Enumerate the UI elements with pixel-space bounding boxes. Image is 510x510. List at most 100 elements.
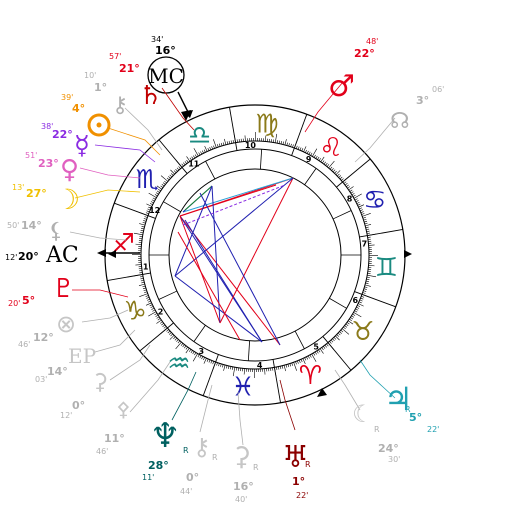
- virgo-sign-icon: ♍: [255, 110, 278, 140]
- degree-tick: [314, 351, 317, 355]
- degree-tick: [139, 223, 146, 226]
- pallas-degree: 11°: [104, 432, 125, 445]
- sun-minutes: 39': [61, 93, 73, 102]
- sign-divider: [359, 229, 403, 238]
- ep-degree: 14°: [47, 365, 68, 378]
- lilith-degree: 14°: [21, 219, 42, 232]
- vesta-degree: 24°: [378, 442, 399, 455]
- degree-tick: [217, 144, 219, 148]
- sun-degree: 4°: [72, 102, 85, 115]
- degree-tick: [170, 173, 174, 176]
- mercury-degree: 22°: [52, 128, 73, 141]
- degree-tick: [170, 169, 175, 175]
- ceres-minutes: 44': [180, 487, 192, 496]
- degree-tick: [200, 151, 203, 155]
- degree-tick: [170, 333, 173, 337]
- degree-tick: [351, 315, 355, 318]
- degree-tick: [366, 228, 370, 231]
- aspect-line: [174, 275, 263, 343]
- degree-tick: [363, 290, 367, 292]
- degree-tick: [360, 211, 364, 213]
- mc-line: [177, 91, 189, 113]
- degree-tick: [288, 143, 290, 147]
- degree-tick: [292, 144, 294, 148]
- degree-tick: [208, 359, 211, 363]
- degree-tick: [284, 139, 287, 146]
- mercury-pointer: [94, 144, 156, 163]
- degree-tick: [316, 350, 319, 354]
- aspect-lines: [174, 177, 294, 346]
- sun-icon: [87, 113, 111, 137]
- degree-tick: [143, 220, 147, 222]
- saturn-pointer: [161, 87, 195, 131]
- degree-tick: [353, 193, 362, 199]
- house-cusp: [163, 201, 181, 213]
- degree-tick: [142, 285, 146, 288]
- degree-tick: [140, 276, 144, 278]
- jupiter-retro: R: [405, 405, 411, 414]
- degree-tick: [192, 351, 195, 355]
- degree-tick: [352, 194, 356, 197]
- aspect-line: [211, 185, 221, 324]
- degree-tick: [365, 282, 369, 284]
- degree-tick: [211, 146, 213, 150]
- juno-pointer: [237, 391, 244, 446]
- mc-label: MC: [148, 64, 184, 88]
- vertex-minutes: 12': [60, 411, 72, 420]
- aspect-line: [179, 215, 281, 346]
- degree-tick: [148, 192, 157, 198]
- degree-tick: [337, 332, 341, 336]
- house-cusp: [205, 161, 216, 180]
- degree-tick: [151, 307, 155, 310]
- degree-tick: [164, 180, 167, 184]
- degree-tick: [363, 218, 367, 221]
- sign-divider: [107, 272, 151, 281]
- degree-tick: [154, 313, 158, 316]
- house-cusp: [304, 168, 317, 185]
- ceres-retro: R: [212, 453, 218, 462]
- degree-tick: [308, 151, 311, 155]
- degree-tick: [222, 364, 224, 368]
- degree-tick: [160, 185, 164, 188]
- lilith-pointer: [69, 231, 127, 241]
- house-cusp: [332, 210, 352, 220]
- degree-tick: [185, 347, 190, 354]
- degree-tick: [218, 363, 220, 367]
- degree-tick: [281, 365, 284, 369]
- house-number: 2: [158, 307, 164, 316]
- degree-tick: [321, 347, 324, 351]
- degree-tick: [320, 156, 325, 163]
- sagittarius-sign-icon: ♐: [112, 229, 135, 259]
- degree-tick: [344, 183, 348, 186]
- degree-tick: [138, 283, 145, 286]
- house-number: 5: [313, 342, 319, 351]
- ceres-icon: ⚷: [193, 433, 211, 461]
- degree-tick: [140, 231, 144, 234]
- degree-tick: [147, 298, 151, 301]
- degree-tick: [243, 368, 245, 375]
- degree-tick: [340, 329, 344, 333]
- degree-tick: [162, 182, 166, 185]
- degree-tick: [144, 216, 148, 218]
- degree-tick: [193, 148, 199, 157]
- degree-tick: [279, 366, 282, 370]
- degree-tick: [227, 365, 230, 369]
- uranus-degree: 1°: [292, 475, 305, 488]
- degree-tick: [341, 178, 344, 181]
- house-cusp: [294, 330, 305, 349]
- degree-tick: [324, 344, 327, 348]
- degree-tick: [355, 308, 359, 311]
- degree-tick: [364, 286, 368, 288]
- ep-minutes: 03': [35, 375, 47, 384]
- degree-tick: [318, 158, 322, 161]
- degree-tick: [282, 141, 284, 145]
- degree-tick: [363, 288, 367, 290]
- degree-tick: [334, 170, 337, 174]
- venus-icon: ♀: [60, 155, 79, 185]
- degree-tick: [343, 326, 346, 330]
- ceres-pointer: [199, 384, 213, 433]
- degree-tick: [350, 191, 354, 194]
- degree-tick: [364, 220, 368, 223]
- aspect-line: [219, 177, 294, 324]
- mars-pointer: [304, 81, 344, 133]
